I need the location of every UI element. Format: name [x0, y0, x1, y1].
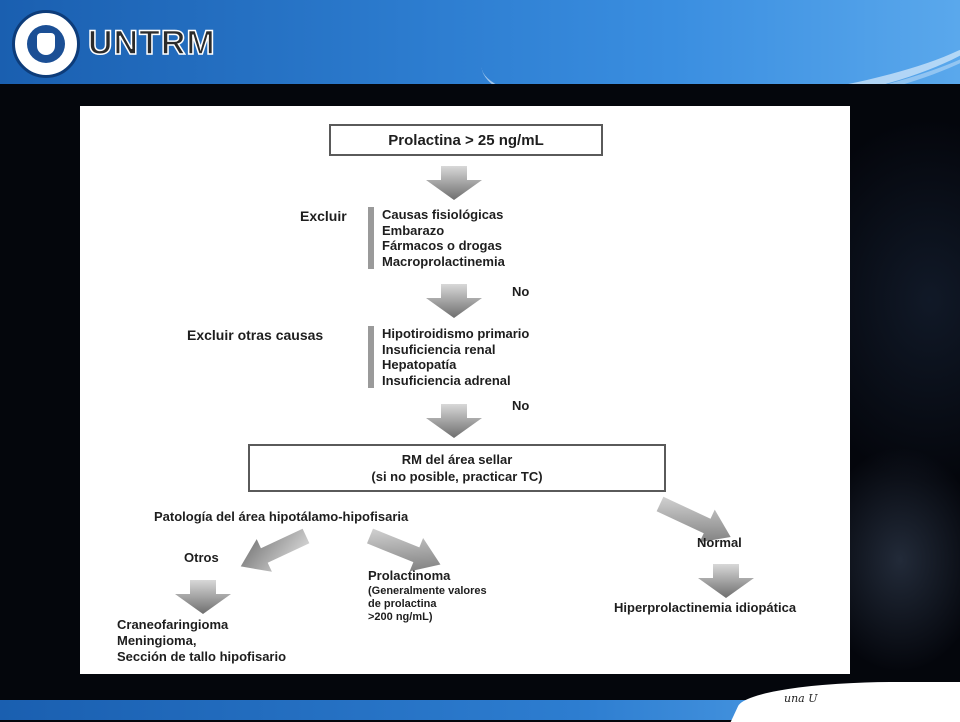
otros-label: Otros — [184, 550, 219, 565]
slide-header: UNTRM — [0, 0, 960, 84]
university-seal-icon — [12, 10, 80, 78]
answer-no-2: No — [512, 398, 530, 413]
exclude-other-list: Hipotiroidismo primario Insuficiencia re… — [368, 326, 529, 388]
exclude-item: Causas fisiológicas — [382, 207, 504, 222]
imaging-line-2: (si no posible, practicar TC) — [371, 469, 543, 484]
exclude-other-item: Hepatopatía — [382, 357, 457, 372]
normal-result: Hiperprolactinemia idiopática — [614, 600, 797, 615]
otros-result-item: Craneofaringioma — [117, 617, 229, 632]
flowchart: Prolactina > 25 ng/mL Excluir Causas fis… — [80, 106, 850, 674]
exclude-other-item: Hipotiroidismo primario — [382, 326, 530, 341]
exclude-other-label: Excluir otras causas — [187, 327, 324, 343]
arrow-to-otros — [240, 528, 310, 572]
prolactinoma-note: de prolactina — [368, 598, 437, 610]
imaging-box: RM del área sellar (si no posible, pract… — [248, 444, 666, 492]
arrow-to-prolactinoma — [367, 528, 441, 572]
footer-tagline: una U — [784, 692, 818, 705]
normal-label: Normal — [697, 535, 742, 550]
exclude-item: Macroprolactinemia — [382, 253, 505, 269]
prolactinoma-note: >200 ng/mL) — [368, 611, 433, 623]
prolactinoma-block: Prolactinoma (Generalmente valores de pr… — [368, 568, 487, 624]
exclude-label: Excluir — [300, 208, 347, 224]
pathology-label: Patología del área hipotálamo-hipofisari… — [154, 509, 409, 524]
slide-footer — [0, 700, 960, 720]
exclude-item: Embarazo — [382, 222, 445, 238]
start-text: Prolactina > 25 ng/mL — [388, 131, 544, 149]
arrow-to-normal — [656, 496, 731, 543]
otros-result-item: Sección de tallo hipofisario — [117, 649, 287, 664]
exclude-item: Fármacos o drogas — [382, 238, 502, 253]
exclude-other-item: Insuficiencia renal — [382, 341, 496, 357]
answer-no-1: No — [512, 284, 530, 299]
exclude-list: Causas fisiológicas Embarazo Fármacos o … — [368, 207, 505, 269]
flow-arrows — [175, 166, 754, 614]
otros-result-item: Meningioma, — [117, 633, 197, 648]
otros-results: Craneofaringioma Meningioma, Sección de … — [117, 617, 286, 665]
start-box: Prolactina > 25 ng/mL — [329, 124, 603, 156]
prolactinoma-note: (Generalmente valores — [368, 585, 487, 597]
flowchart-panel: Prolactina > 25 ng/mL Excluir Causas fis… — [80, 106, 850, 674]
exclude-other-item: Insuficiencia adrenal — [382, 372, 511, 388]
brand-logo-text: UNTRM — [87, 23, 216, 63]
prolactinoma-label: Prolactinoma — [368, 568, 451, 583]
imaging-line-1: RM del área sellar — [401, 452, 513, 467]
